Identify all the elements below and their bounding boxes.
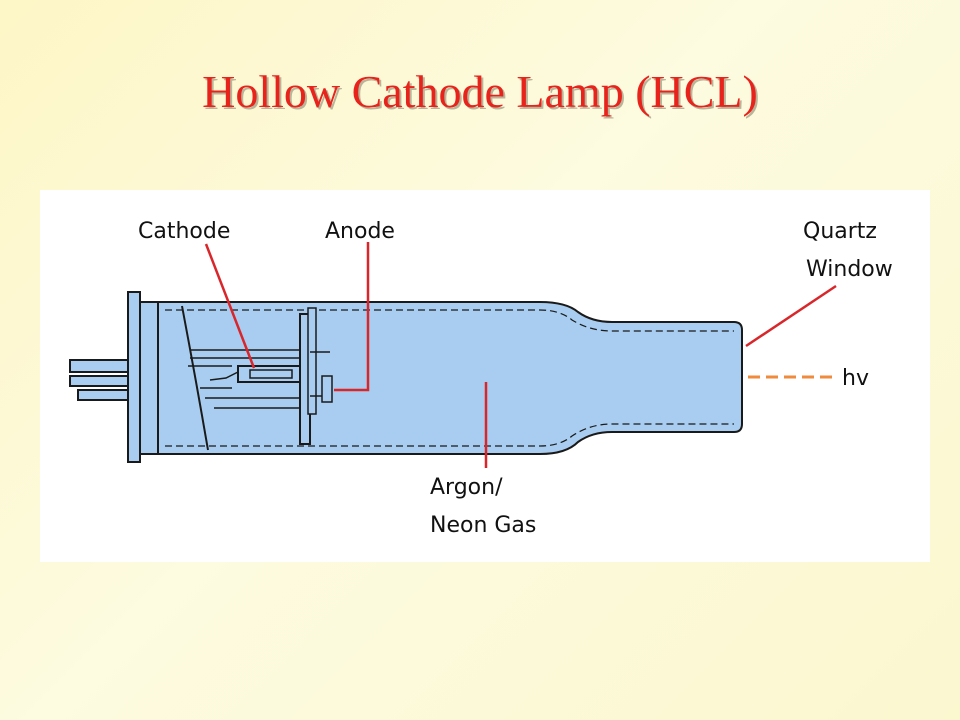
anode-ring — [321, 375, 333, 403]
window-leader — [745, 284, 837, 348]
argon-label: Argon/ — [430, 475, 503, 500]
anode-label: Anode — [325, 219, 395, 244]
hv-label: hv — [842, 366, 869, 391]
hcl-diagram: Cathode Anode Quartz Window hv Argon/ Ne… — [40, 190, 930, 562]
anode-leader — [334, 242, 370, 392]
quartz-label: Quartz — [803, 219, 877, 244]
anode-wire — [310, 351, 330, 397]
inner-wall-dashes — [165, 309, 734, 447]
leader-lines — [204, 242, 837, 468]
connector-pin — [69, 359, 129, 373]
base-flange — [127, 291, 141, 463]
neon-gas-label: Neon Gas — [430, 513, 536, 538]
base-collar — [139, 301, 159, 455]
shield-plate — [307, 307, 317, 415]
cathode-label: Cathode — [138, 219, 230, 244]
hcl-diagram-svg: Cathode Anode Quartz Window hv Argon/ Ne… — [69, 219, 893, 538]
cathode-cup-inner — [249, 369, 293, 379]
slide-title: Hollow Cathode Lamp (HCL) — [202, 66, 758, 117]
internal-support — [181, 305, 209, 451]
connector-pin — [69, 375, 129, 387]
cathode-leader — [204, 243, 256, 369]
window-label: Window — [806, 257, 893, 282]
internal-support — [188, 349, 300, 367]
internal-support — [200, 371, 300, 409]
connector-pin — [77, 389, 129, 401]
